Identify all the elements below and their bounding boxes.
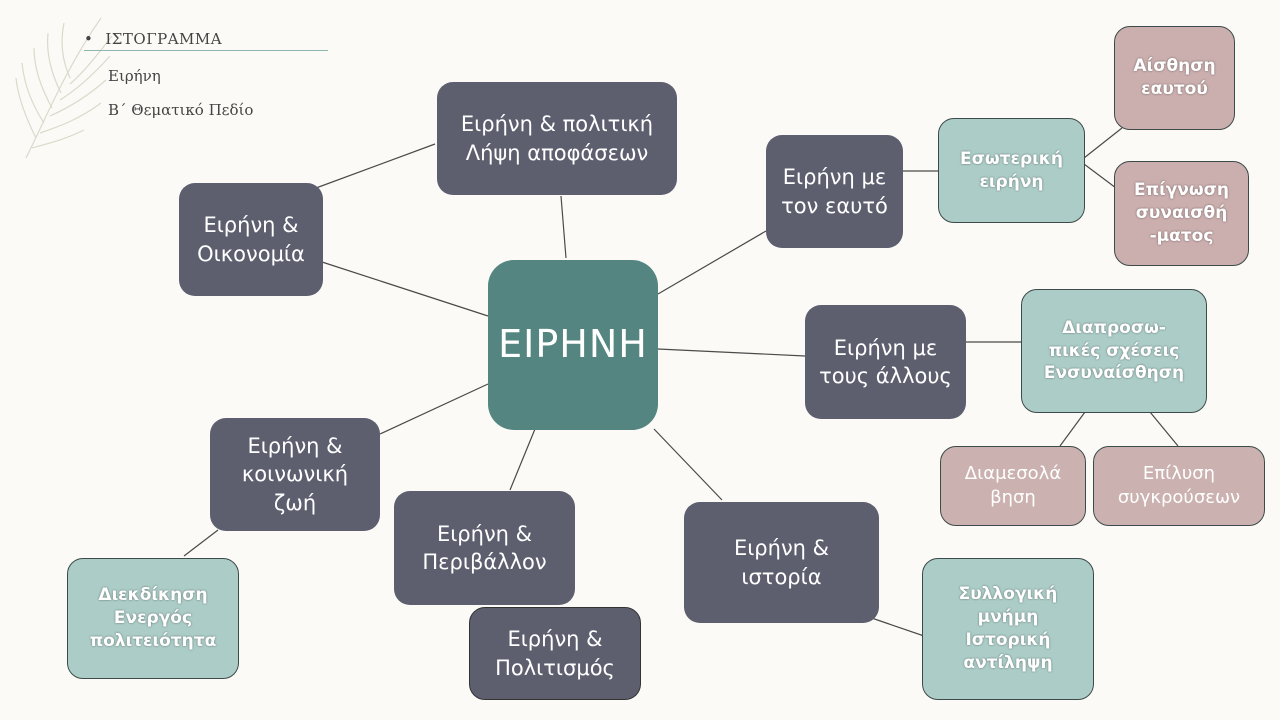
connector-inner-selfaware [1083, 127, 1123, 159]
node-collective-memory[interactable]: Συλλογική μνήμη Ιστορική αντίληψη [922, 558, 1094, 700]
connector-relations-conflict [1149, 411, 1179, 447]
node-conflict-resolution-label: Επίλυση συγκρούσεων [1117, 462, 1241, 508]
node-peace-economy-label: Ειρήνη & Οικονομία [197, 213, 305, 266]
node-peace-culture-label: Ειρήνη & Πολιτισμός [495, 627, 615, 680]
connector-social-citizenship [183, 529, 219, 557]
node-peace-others-label: Ειρήνη με τους άλλους [819, 335, 952, 388]
connector-center-economy [321, 261, 489, 317]
node-active-citizenship[interactable]: Διεκδίκηση Ενεργός πολιτειότητα [67, 558, 239, 679]
node-emotion-awareness[interactable]: Επίγνωση συναισθή -ματος [1114, 161, 1249, 266]
node-relations-label: Διαπροσω- πικές σχέσεις Ενσυναίσθηση [1043, 317, 1185, 384]
header-subtitle-topic: Ειρήνη [108, 67, 161, 85]
header-title-row: • ΙΣΤΟΓΡΑΜΜΑ [84, 30, 328, 51]
connector-center-self [657, 230, 767, 295]
node-collective-memory-label: Συλλογική μνήμη Ιστορική αντίληψη [958, 584, 1058, 673]
node-peace-others[interactable]: Ειρήνη με τους άλλους [805, 305, 966, 419]
connector-center-politics [560, 195, 567, 259]
node-peace-politics-label: Ειρήνη & πολιτική Λήψη αποφάσεων [460, 112, 654, 165]
bullet-icon: • [84, 30, 94, 48]
connector-economy-politics [315, 143, 436, 189]
slide-header: • ΙΣΤΟΓΡΑΜΜΑ Ειρήνη Β΄ Θεματικό Πεδίο [84, 30, 334, 119]
node-peace-history[interactable]: Ειρήνη & ιστορία [684, 502, 879, 623]
node-peace-environment-label: Ειρήνη & Περιβάλλον [422, 521, 547, 574]
node-peace-environment[interactable]: Ειρήνη & Περιβάλλον [394, 491, 575, 605]
node-relations[interactable]: Διαπροσω- πικές σχέσεις Ενσυναίσθηση [1021, 289, 1207, 413]
node-active-citizenship-label: Διεκδίκηση Ενεργός πολιτειότητα [89, 585, 217, 651]
header-title: ΙΣΤΟΓΡΑΜΜΑ [105, 30, 223, 48]
node-peace-self-label: Ειρήνη με τον εαυτό [781, 165, 888, 218]
node-emotion-awareness-label: Επίγνωση συναισθή -ματος [1134, 180, 1229, 246]
node-self-awareness[interactable]: Αίσθηση εαυτού [1114, 26, 1235, 130]
node-peace-history-label: Ειρήνη & ιστορία [733, 536, 830, 589]
connector-center-history [653, 428, 723, 501]
connector-inner-emotion [1083, 163, 1117, 189]
node-peace-politics[interactable]: Ειρήνη & πολιτική Λήψη αποφάσεων [437, 82, 677, 195]
connector-center-social [379, 383, 489, 435]
connector-relations-mediation [1059, 411, 1086, 447]
center-node-label: ΕΙΡΗΝΗ [498, 322, 648, 367]
feather-decoration [15, 17, 113, 159]
node-mediation[interactable]: Διαμεσολά βηση [940, 446, 1086, 526]
node-peace-self[interactable]: Ειρήνη με τον εαυτό [766, 135, 903, 248]
node-conflict-resolution[interactable]: Επίλυση συγκρούσεων [1093, 446, 1265, 526]
center-node[interactable]: ΕΙΡΗΝΗ [488, 260, 658, 430]
node-peace-social-life-label: Ειρήνη & κοινωνική ζωή [241, 433, 349, 515]
connector-center-others [657, 348, 806, 357]
connector-center-environment [509, 428, 536, 491]
header-subtitle-field: Β΄ Θεματικό Πεδίο [108, 101, 254, 119]
node-peace-culture[interactable]: Ειρήνη & Πολιτισμός [469, 607, 641, 700]
node-peace-economy[interactable]: Ειρήνη & Οικονομία [179, 183, 323, 296]
node-inner-peace[interactable]: Εσωτερική ειρήνη [938, 118, 1085, 223]
node-mediation-label: Διαμεσολά βηση [964, 462, 1062, 508]
node-peace-social-life[interactable]: Ειρήνη & κοινωνική ζωή [210, 418, 380, 531]
node-inner-peace-label: Εσωτερική ειρήνη [960, 148, 1063, 192]
node-self-awareness-label: Αίσθηση εαυτού [1133, 56, 1216, 99]
